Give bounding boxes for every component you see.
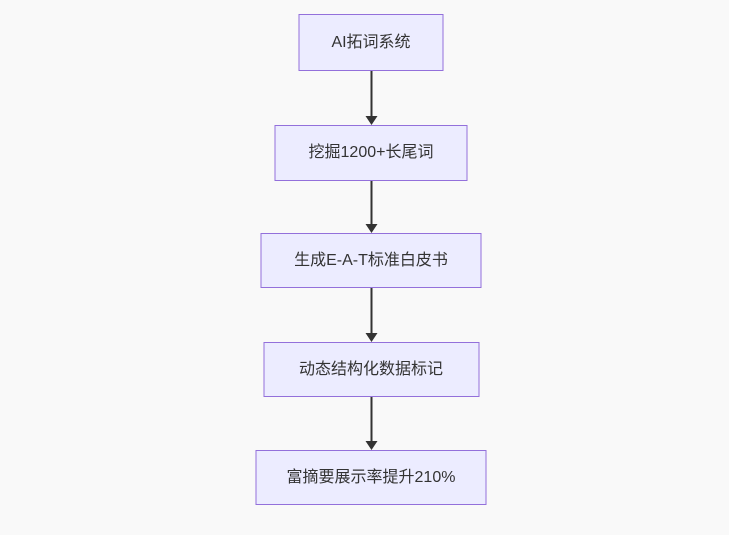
arrow-connector-4 <box>364 397 378 450</box>
arrow-down-icon <box>365 116 377 125</box>
arrow-connector-3 <box>364 288 378 342</box>
arrow-down-icon <box>365 441 377 450</box>
flow-node-eat-whitepaper: 生成E-A-T标准白皮书 <box>260 233 482 288</box>
arrow-down-icon <box>365 224 377 233</box>
flow-node-structured-data-markup: 动态结构化数据标记 <box>263 342 479 397</box>
flow-node-rich-snippet-result: 富摘要展示率提升210% <box>255 450 487 505</box>
arrow-line <box>370 181 372 224</box>
flowchart-column: AI拓词系统 挖掘1200+长尾词 生成E-A-T标准白皮书 动态结构化数据标记… <box>255 14 487 505</box>
arrow-line <box>370 288 372 333</box>
arrow-down-icon <box>365 333 377 342</box>
arrow-connector-2 <box>364 181 378 233</box>
arrow-connector-1 <box>364 71 378 125</box>
arrow-line <box>370 71 372 116</box>
flow-node-ai-keyword-system: AI拓词系统 <box>298 14 444 71</box>
flow-node-longtail-mining: 挖掘1200+长尾词 <box>274 125 468 181</box>
arrow-line <box>370 397 372 441</box>
